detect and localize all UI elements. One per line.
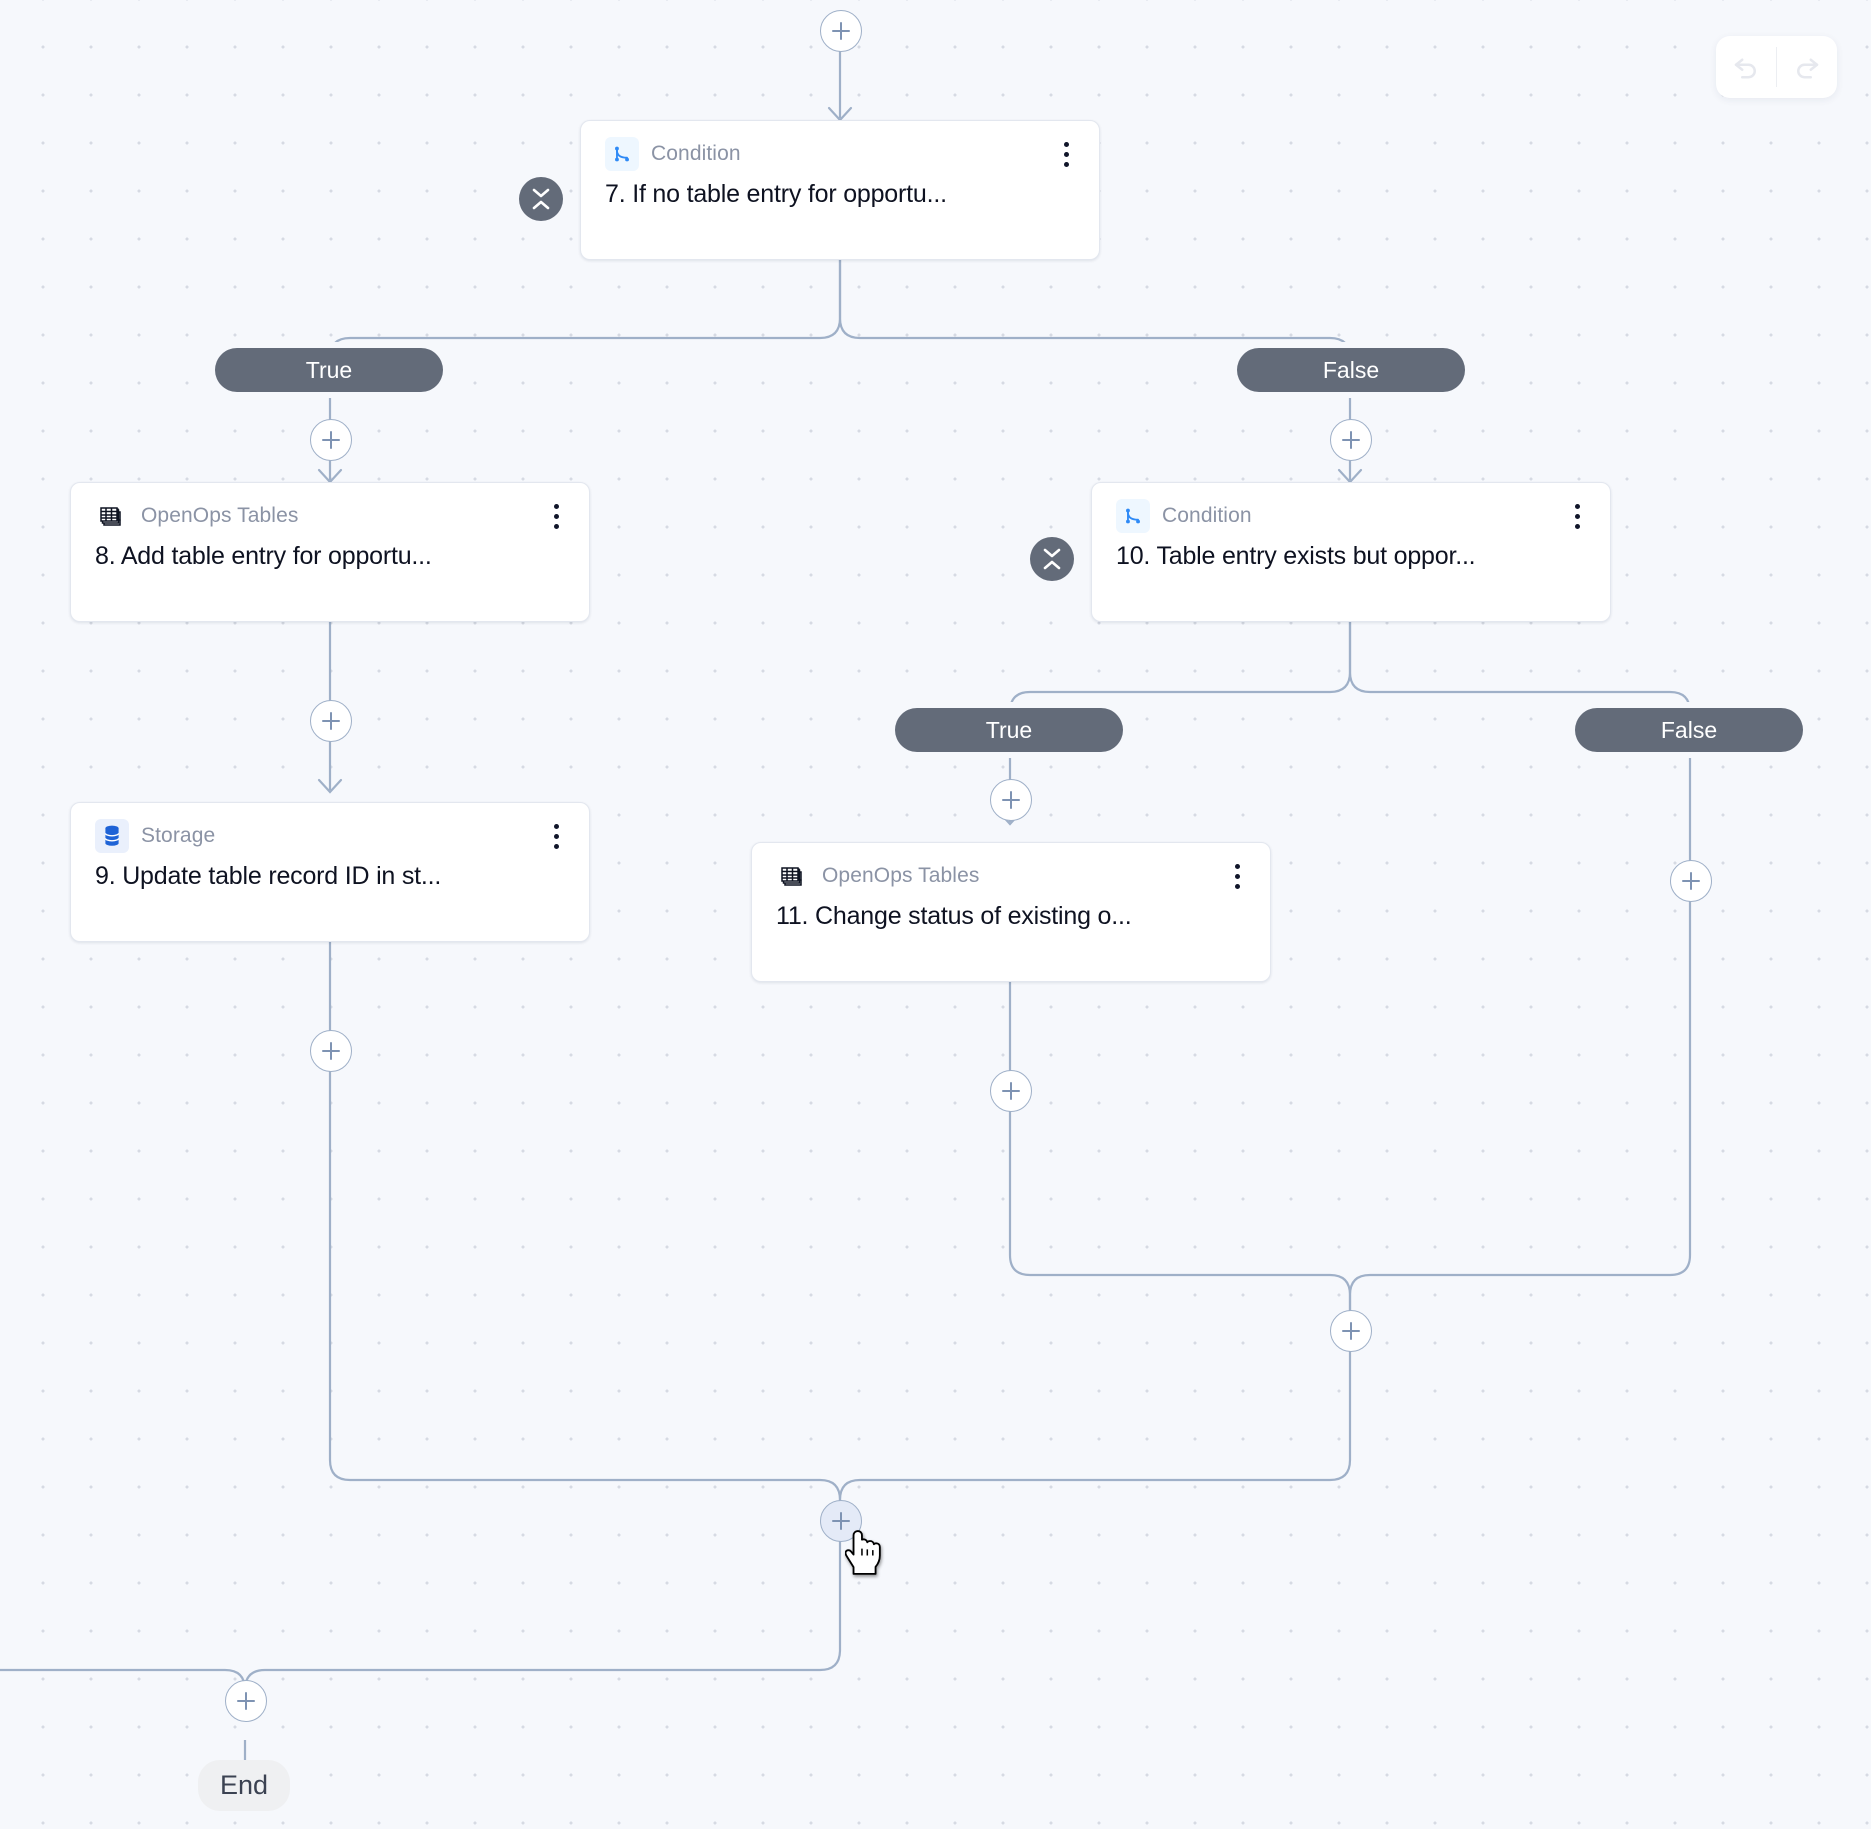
workflow-node-step10[interactable]: Condition 10. Table entry exists but opp… — [1091, 482, 1611, 622]
chevron-up-icon — [1043, 560, 1061, 570]
node-type-label: Storage — [141, 824, 216, 847]
node-menu-button[interactable] — [1224, 861, 1250, 891]
workflow-node-step8[interactable]: OpenOps Tables 8. Add table entry for op… — [70, 482, 590, 622]
add-step-button-true-branch[interactable] — [310, 419, 352, 461]
node-type-label: Condition — [651, 142, 741, 165]
node-type-label: OpenOps Tables — [822, 864, 980, 887]
node-header: Condition — [605, 137, 1079, 171]
collapse-toggle-step7[interactable] — [519, 177, 563, 221]
workflow-node-step9[interactable]: Storage 9. Update table record ID in st.… — [70, 802, 590, 942]
toolbar-divider — [1776, 47, 1777, 87]
collapse-toggle-step10[interactable] — [1030, 537, 1074, 581]
storage-icon — [95, 819, 129, 853]
node-header: OpenOps Tables — [95, 499, 569, 533]
add-step-button-after-step9[interactable] — [310, 1030, 352, 1072]
openops-tables-icon — [95, 499, 129, 533]
add-step-button-main-merge[interactable] — [820, 1500, 862, 1542]
branch-label-false-step7[interactable]: False — [1237, 348, 1465, 392]
branch-label-true-step10[interactable]: True — [895, 708, 1123, 752]
chevron-down-icon — [532, 188, 550, 198]
node-menu-button[interactable] — [543, 821, 569, 851]
node-header: Storage — [95, 819, 569, 853]
branch-label-true-step7[interactable]: True — [215, 348, 443, 392]
node-menu-button[interactable] — [1564, 501, 1590, 531]
node-menu-button[interactable] — [1053, 139, 1079, 169]
workflow-node-step7[interactable]: Condition 7. If no table entry for oppor… — [580, 120, 1100, 260]
undo-icon — [1731, 51, 1761, 84]
node-header: Condition — [1116, 499, 1590, 533]
openops-tables-icon — [776, 859, 810, 893]
add-step-button-top[interactable] — [820, 10, 862, 52]
add-step-button-after-step11[interactable] — [990, 1070, 1032, 1112]
node-title: 11. Change status of existing o... — [776, 902, 1132, 930]
add-step-button-cond10-false[interactable] — [1670, 860, 1712, 902]
chevron-down-icon — [1043, 548, 1061, 558]
chevron-up-icon — [532, 200, 550, 210]
redo-button[interactable] — [1777, 36, 1837, 98]
node-type-label: OpenOps Tables — [141, 504, 299, 527]
add-step-button-cond10-true[interactable] — [990, 779, 1032, 821]
add-step-button-false-branch[interactable] — [1330, 419, 1372, 461]
add-step-button-before-end[interactable] — [225, 1680, 267, 1722]
undo-button[interactable] — [1716, 36, 1776, 98]
node-title: 8. Add table entry for opportu... — [95, 542, 432, 570]
condition-icon — [1116, 499, 1150, 533]
branch-label-false-step10[interactable]: False — [1575, 708, 1803, 752]
add-step-button-after-step8[interactable] — [310, 700, 352, 742]
node-title: 7. If no table entry for opportu... — [605, 180, 947, 208]
node-title: 10. Table entry exists but oppor... — [1116, 542, 1476, 570]
workflow-node-step11[interactable]: OpenOps Tables 11. Change status of exis… — [751, 842, 1271, 982]
add-step-button-cond10-merge[interactable] — [1330, 1310, 1372, 1352]
node-menu-button[interactable] — [543, 501, 569, 531]
history-toolbar[interactable] — [1716, 36, 1837, 98]
node-title: 9. Update table record ID in st... — [95, 862, 442, 890]
node-header: OpenOps Tables — [776, 859, 1250, 893]
end-node: End — [198, 1760, 291, 1811]
redo-icon — [1792, 51, 1822, 84]
condition-icon — [605, 137, 639, 171]
node-type-label: Condition — [1162, 504, 1252, 527]
